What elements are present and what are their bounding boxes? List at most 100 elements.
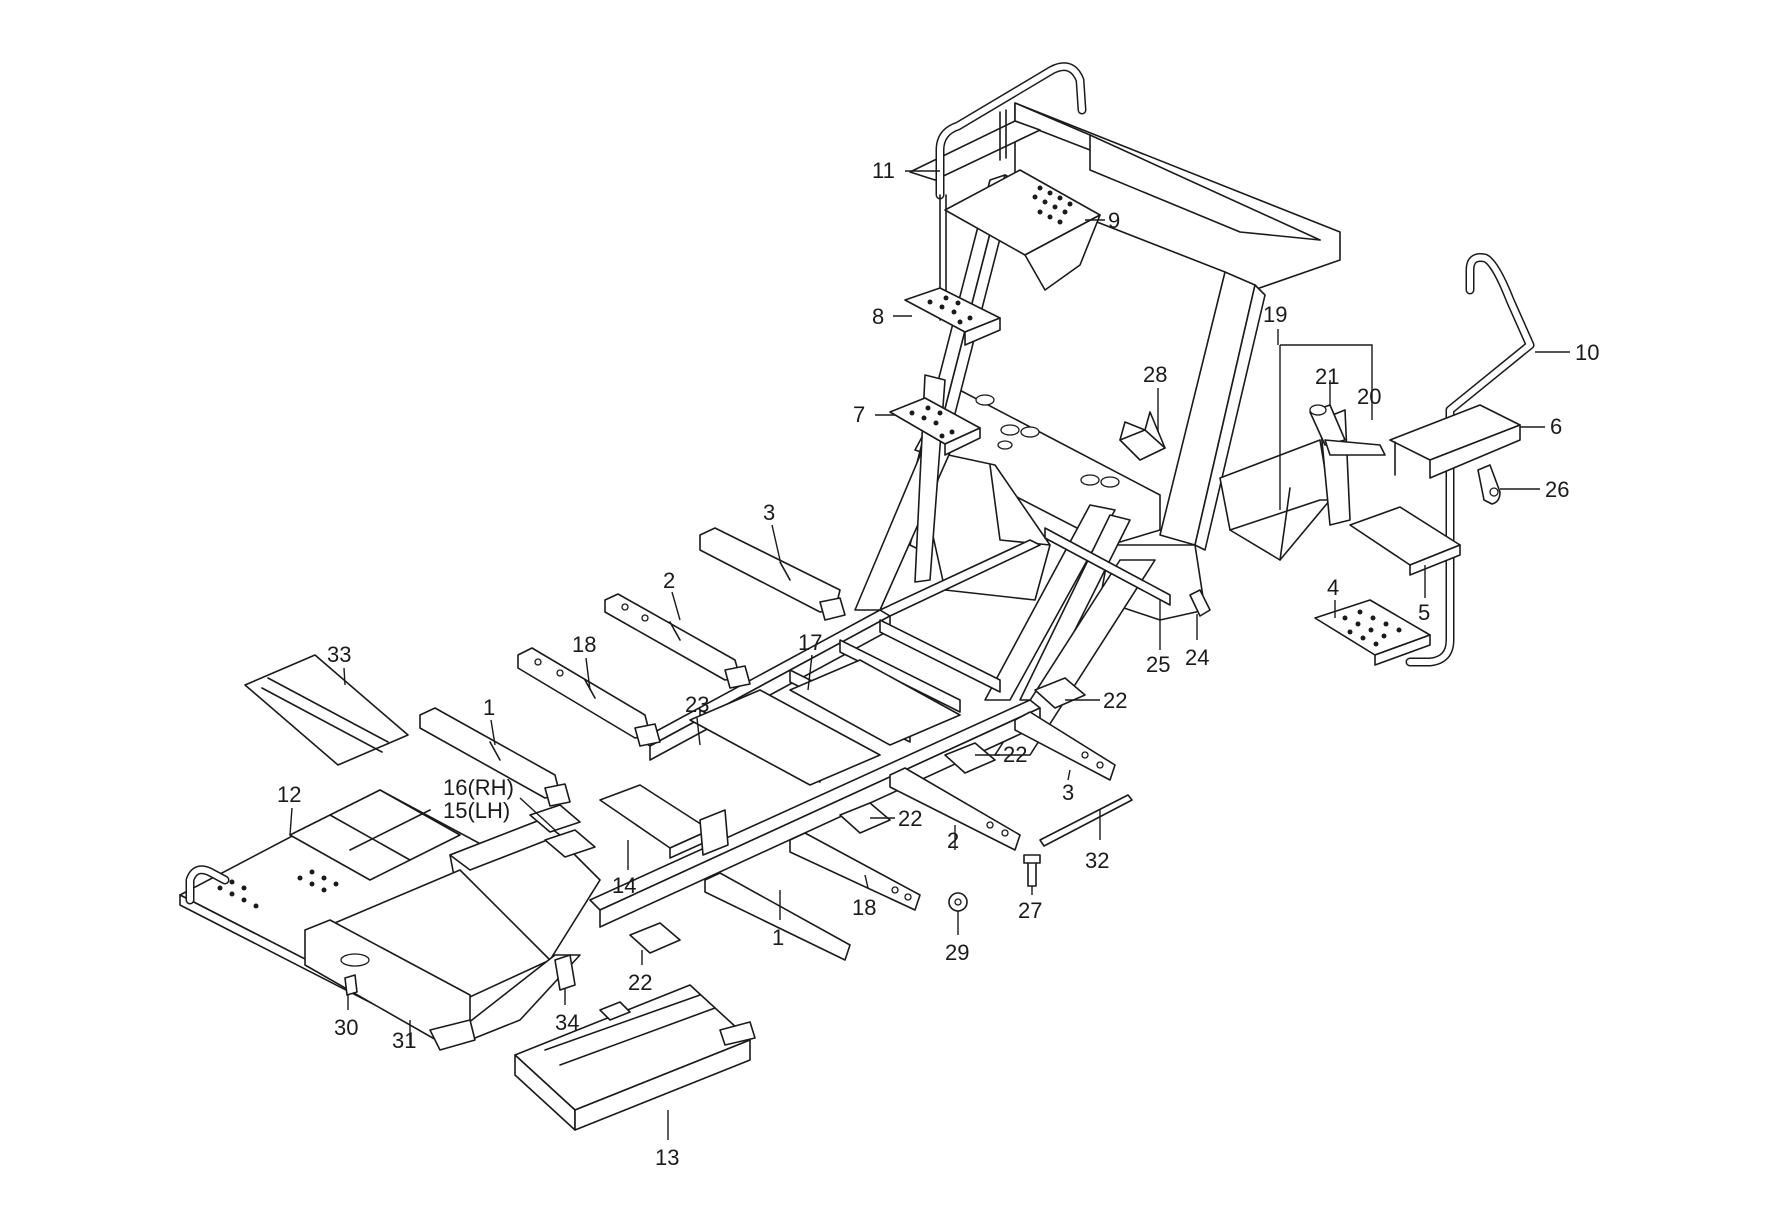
callout-22-b: 22 xyxy=(1003,742,1027,767)
arm-1-upper xyxy=(419,707,571,807)
latch-21 xyxy=(1309,404,1386,456)
rod-32-body xyxy=(1039,794,1133,847)
clip-26 xyxy=(1477,464,1501,505)
nut-29 xyxy=(948,892,968,912)
mount-22-a xyxy=(1034,677,1086,709)
step-9 xyxy=(944,169,1101,291)
support-19-edge xyxy=(1229,499,1331,531)
step-8 xyxy=(904,287,1001,346)
step-9-holes xyxy=(1032,185,1073,225)
rod-32 xyxy=(1039,794,1133,847)
arm-3-lower xyxy=(1014,711,1116,781)
callout-18-lower: 18 xyxy=(852,895,876,920)
plate-33-rib xyxy=(267,677,389,743)
callout-1-lower: 1 xyxy=(772,925,784,950)
callout-32: 32 xyxy=(1085,848,1109,873)
callout-26: 26 xyxy=(1545,477,1569,502)
callout-22-d: 22 xyxy=(628,970,652,995)
arm-18-tab xyxy=(634,723,661,747)
step-5 xyxy=(1349,506,1461,576)
bracket-28-body xyxy=(1119,429,1166,461)
arm-1-tab xyxy=(544,783,571,807)
support-19-fold xyxy=(1279,487,1291,561)
step-4 xyxy=(1314,599,1431,666)
pads-15-16 xyxy=(529,804,596,858)
support-19-plate xyxy=(1219,439,1331,561)
arm-2-hole xyxy=(641,614,649,622)
arm-1-lower xyxy=(704,872,851,961)
callout-22-a: 22 xyxy=(1103,688,1127,713)
callout-11: 11 xyxy=(872,158,895,183)
cross-member-d xyxy=(879,619,1001,693)
step-7-holes xyxy=(909,405,955,439)
tray-13 xyxy=(514,984,756,1131)
callout-14: 14 xyxy=(612,873,636,898)
callout-15: 15(LH) xyxy=(443,798,510,823)
mid-deck-hole xyxy=(1020,426,1040,438)
callout-1-upper: 1 xyxy=(483,695,495,720)
tray-13-clip xyxy=(719,1021,756,1046)
callout-16: 16(RH) xyxy=(443,775,514,800)
handrail-10-tube-inner xyxy=(1407,254,1533,665)
plate-14-fin xyxy=(699,809,729,856)
tray-13-rib xyxy=(544,994,701,1051)
platform-12-frame xyxy=(289,789,461,881)
tray-13-rib xyxy=(559,1007,716,1066)
step-7-side xyxy=(944,427,981,456)
pivot-34 xyxy=(554,954,576,991)
callouts: 11 9 8 7 28 19 21 20 10 6 26 3 2 18 17 3… xyxy=(277,158,1599,1170)
callout-24: 24 xyxy=(1185,645,1209,670)
callout-7: 7 xyxy=(853,402,865,427)
callout-30: 30 xyxy=(334,1015,358,1040)
callout-4: 4 xyxy=(1327,575,1339,600)
mid-deck-hole xyxy=(1080,474,1100,486)
clip-26-body xyxy=(1477,464,1501,505)
handrail-11-tube-inner xyxy=(937,63,1085,198)
bumper-31-hole xyxy=(340,953,370,967)
gusset-24 xyxy=(1189,589,1211,617)
arm-2-hole xyxy=(621,603,629,611)
nut-29-hole xyxy=(954,898,962,906)
callout-12: 12 xyxy=(277,782,301,807)
bumper-31-tab xyxy=(429,1019,476,1051)
callout-31: 31 xyxy=(392,1028,416,1053)
callout-19: 19 xyxy=(1263,302,1287,327)
step-8-side xyxy=(964,317,1001,346)
right-rail-rear-top xyxy=(879,539,1041,617)
callout-6: 6 xyxy=(1550,414,1562,439)
callout-2-lower: 2 xyxy=(947,828,959,853)
arm-18-upper xyxy=(517,647,661,747)
callout-9: 9 xyxy=(1108,208,1120,233)
callout-18-upper: 18 xyxy=(572,632,596,657)
arm-3-upper xyxy=(699,527,846,621)
callout-3-upper: 3 xyxy=(763,500,775,525)
arm-2-kink xyxy=(669,621,681,641)
step-6 xyxy=(1389,404,1521,479)
tag-30-body xyxy=(344,974,358,996)
mount-22-c xyxy=(839,802,891,834)
step-5-side xyxy=(1409,544,1461,576)
platform-12-handle-inner xyxy=(187,866,228,903)
gusset-24-body xyxy=(1189,589,1211,617)
arm-18-lower-body xyxy=(789,832,921,911)
arm-3-kink xyxy=(779,561,791,581)
pad-16 xyxy=(529,804,581,833)
mount-22-b xyxy=(944,742,996,774)
bracket-28 xyxy=(1119,411,1166,461)
step-4-holes xyxy=(1342,609,1402,647)
callout-28: 28 xyxy=(1143,362,1167,387)
callout-20: 20 xyxy=(1357,384,1381,409)
mid-deck-hole xyxy=(997,440,1013,450)
callout-25: 25 xyxy=(1146,652,1170,677)
plate-33 xyxy=(244,654,409,766)
arm-18-lower xyxy=(789,832,921,911)
arm-3-lower-body xyxy=(1014,711,1116,781)
callout-23: 23 xyxy=(685,692,709,717)
callout-2-upper: 2 xyxy=(663,568,675,593)
callout-22-c: 22 xyxy=(898,806,922,831)
callout-34: 34 xyxy=(555,1010,579,1035)
step-8-holes xyxy=(927,295,973,325)
tower-top-inner-lip xyxy=(1089,149,1321,241)
bumper-31 xyxy=(304,919,476,1051)
